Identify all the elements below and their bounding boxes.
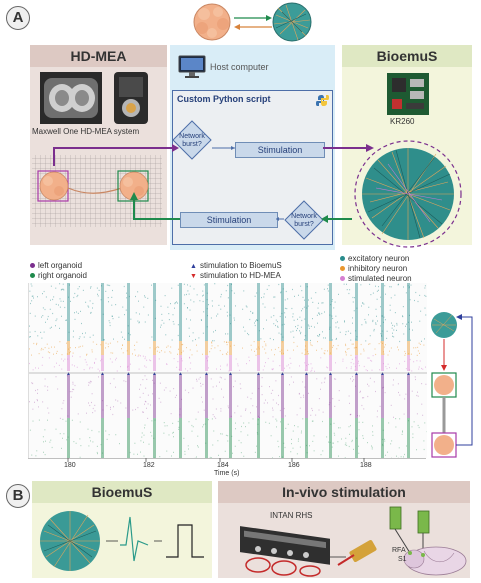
svg-text:▲: ▲	[152, 371, 157, 377]
panel-b-bioemus: BioemuS	[32, 481, 212, 578]
mea-chip-image	[40, 72, 102, 124]
svg-text:▲: ▲	[304, 371, 309, 377]
arrow-left-organoid-to-script	[53, 147, 172, 166]
organoid-icon	[193, 3, 231, 41]
hdmea-device-caption: Maxwell One HD-MEA system	[32, 127, 140, 136]
bioemus-title: BioemuS	[376, 48, 438, 64]
bioemus-to-signal	[40, 511, 204, 571]
python-logo-icon	[316, 95, 329, 106]
legend-left-organoid: left organoid	[30, 261, 82, 270]
hdmea-title: HD-MEA	[70, 48, 127, 64]
svg-text:▲: ▲	[178, 371, 183, 377]
headstage-connector	[337, 540, 377, 566]
svg-text:▲: ▲	[380, 371, 385, 377]
script-title: Custom Python script	[177, 94, 271, 104]
bioemus-panel: BioemuS KR260	[342, 45, 472, 248]
invivo-setup-drawing	[240, 506, 467, 577]
x-tick-182: 182	[143, 462, 155, 469]
rat-brain-icon	[403, 546, 467, 576]
x-tick-186: 186	[288, 462, 300, 469]
legend-left-organoid-label: left organoid	[38, 261, 83, 270]
raster-x-axis	[28, 458, 426, 462]
raster-canvas: ▲ ▲ ▲ ▲ ▲ ▲ ▲ ▲ ▲ ▲ ▲ ▲ ▲ ▲	[29, 283, 427, 458]
x-axis-label: Time (s)	[214, 470, 240, 477]
svg-text:▲: ▲	[256, 371, 261, 377]
svg-text:▲: ▲	[328, 371, 333, 377]
top-organoid-exchange	[193, 2, 312, 42]
host-caption: Host computer	[210, 62, 269, 72]
panel-b-bioemus-title: BioemuS	[91, 484, 153, 500]
mea-recording-unit-image	[114, 72, 148, 124]
panel-b-invivo: In-vivo stimulation INTAN RHS	[218, 481, 470, 578]
network-burst-decision-bottom	[284, 200, 324, 240]
svg-text:▲: ▲	[406, 371, 411, 377]
spike-raster-plot: ▲ ▲ ▲ ▲ ▲ ▲ ▲ ▲ ▲ ▲ ▲ ▲ ▲ ▲	[28, 283, 427, 458]
invivo-title: In-vivo stimulation	[282, 484, 406, 500]
svg-text:▲: ▲	[100, 371, 105, 377]
legend-right-organoid-label: right organoid	[38, 271, 87, 280]
x-tick-184: 184	[217, 462, 229, 469]
board-caption: KR260	[390, 117, 415, 126]
arrow-script-to-right-organoid	[133, 196, 180, 220]
decision-top-label: Network burst?	[179, 133, 205, 148]
svg-text:▲: ▲	[280, 371, 285, 377]
svg-text:▲: ▲	[228, 371, 233, 377]
raster-spikes	[29, 283, 427, 458]
rfa-label: RFA	[392, 547, 406, 554]
legend-stim-bioemus: ▲stimulation to BioemuS	[190, 261, 282, 270]
stimulation-top-box: Stimulation	[235, 142, 325, 158]
panel-a-label: A	[6, 6, 30, 30]
decision-bottom-label: Network burst?	[291, 213, 317, 228]
legend-excitatory: excitatory neuron	[340, 254, 409, 263]
raster-bursts: ▲ ▲ ▲ ▲ ▲ ▲ ▲ ▲ ▲ ▲ ▲ ▲ ▲ ▲	[66, 283, 411, 458]
legend-stim-bioemus-label: stimulation to BioemuS	[199, 261, 282, 270]
svg-text:▲: ▲	[66, 371, 71, 377]
svg-text:▲: ▲	[204, 371, 209, 377]
legend-right-organoid: right organoid	[30, 271, 87, 280]
svg-text:▲: ▲	[126, 371, 131, 377]
legend-stimulated-label: stimulated neuron	[348, 274, 412, 283]
side-left-organoid	[434, 435, 454, 455]
legend-stim-hdmea: ▼stimulation to HD-MEA	[190, 271, 281, 280]
legend-inhibitory-label: inhibitory neuron	[348, 264, 408, 273]
axon-bundle	[67, 187, 123, 194]
x-tick-188: 188	[360, 462, 372, 469]
svg-text:▲: ▲	[354, 371, 359, 377]
legend-excitatory-label: excitatory neuron	[348, 254, 410, 263]
hdmea-panel: HD-MEA Maxwell One HD-MEA system	[30, 45, 167, 245]
side-arrow-to-bioemus	[456, 316, 473, 446]
legend-stimulated: stimulated neuron	[340, 274, 412, 283]
bioemus-network	[354, 140, 462, 248]
stimulation-pulse	[166, 524, 204, 558]
panel-b-label: B	[6, 484, 30, 508]
intan-device	[240, 526, 330, 577]
x-tick-180: 180	[64, 462, 76, 469]
legend-stim-hdmea-label: stimulation to HD-MEA	[199, 271, 281, 280]
legend-inhibitory: inhibitory neuron	[340, 264, 407, 273]
kr260-board-image	[387, 73, 429, 115]
electrode-grid	[32, 155, 162, 227]
raster-side-diagram	[431, 312, 473, 458]
action-potential-trace	[120, 516, 149, 562]
s1-label: S1	[398, 556, 407, 563]
side-right-organoid	[434, 375, 454, 395]
stimulated-region-outline	[354, 140, 462, 248]
network-ball-icon	[272, 2, 312, 42]
intan-label: INTAN RHS	[270, 511, 313, 520]
computer-icon	[178, 55, 206, 78]
network-burst-decision-top	[172, 120, 212, 160]
